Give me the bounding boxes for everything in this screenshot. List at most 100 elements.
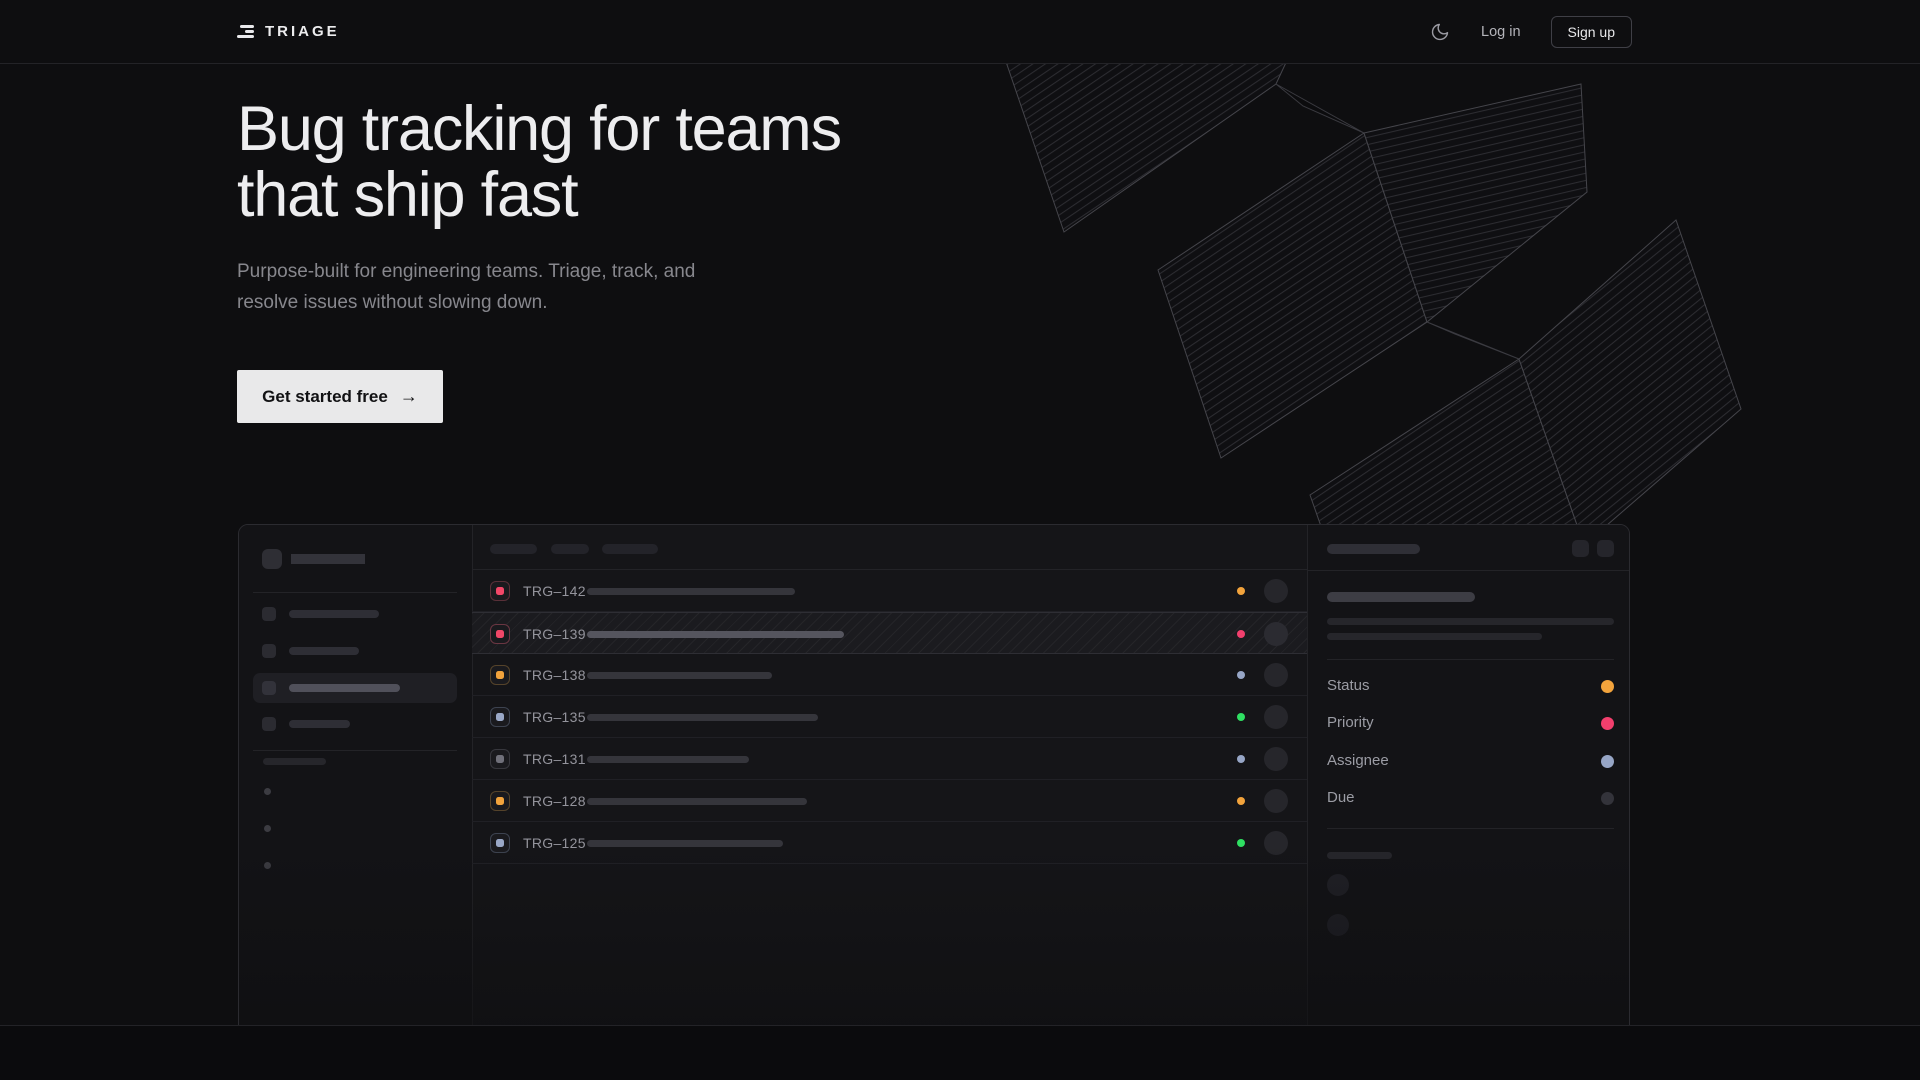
- avatar: [1264, 789, 1288, 813]
- priority-dot: [1601, 717, 1614, 730]
- sidebar-nav-item: [253, 599, 457, 629]
- issue-list: TRG–142 TRG–139 TRG–138: [472, 525, 1307, 1025]
- folded-ribbon-decoration: [1001, 49, 1742, 687]
- sidebar-dot: [264, 862, 271, 869]
- issue-row: TRG–131: [472, 738, 1307, 780]
- sidebar-nav-item-selected: [253, 673, 457, 703]
- sidebar-nav-item: [253, 709, 457, 739]
- sidebar-divider: [253, 592, 457, 593]
- issue-id: TRG–125: [523, 835, 586, 851]
- issue-row: TRG–135: [472, 696, 1307, 738]
- issue-title-skeleton: [1327, 592, 1475, 602]
- status-dot: [1237, 797, 1245, 805]
- issue-title-skeleton: [587, 588, 795, 595]
- due-dot: [1601, 792, 1614, 805]
- footer-strip: [0, 1025, 1920, 1080]
- avatar: [1264, 747, 1288, 771]
- sidebar-nav-item: [253, 636, 457, 666]
- moon-icon: [1431, 23, 1449, 40]
- workspace-name-skeleton: [291, 554, 365, 564]
- detail-panel-header: [1308, 525, 1629, 571]
- app-mockup-card: TRG–142 TRG–139 TRG–138: [238, 524, 1630, 1025]
- field-due: Due: [1327, 783, 1614, 813]
- issue-id: TRG–131: [523, 751, 586, 767]
- issue-id: TRG–138: [523, 667, 586, 683]
- brand-name: TRIAGE: [265, 23, 340, 40]
- field-label: Assignee: [1327, 752, 1389, 769]
- issue-row: TRG–138: [472, 654, 1307, 696]
- avatar: [1264, 622, 1288, 646]
- status-dot: [1237, 587, 1245, 595]
- field-label: Priority: [1327, 714, 1374, 731]
- title-line-1: Bug tracking for teams: [237, 94, 842, 164]
- dark-mode-toggle[interactable]: [1429, 21, 1451, 43]
- sidebar-divider: [253, 750, 457, 751]
- hero-section: Bug tracking for teams that ship fast Pu…: [237, 49, 1742, 1025]
- nav-item-skeleton: [289, 684, 400, 692]
- status-dot: [1237, 713, 1245, 721]
- assignee-dot: [1601, 755, 1614, 768]
- workspace-icon: [262, 549, 282, 569]
- hero-subtitle: Purpose-built for engineering teams. Tri…: [237, 261, 696, 313]
- triage-logo-icon: [237, 25, 254, 38]
- nav-item-icon: [262, 607, 276, 621]
- mock-sidebar: [239, 525, 473, 1025]
- issue-list-header: [472, 525, 1307, 570]
- arrow-right-icon: →: [399, 386, 418, 406]
- login-link[interactable]: Log in: [1481, 23, 1521, 40]
- issue-type-icon: [490, 581, 510, 601]
- issue-title-skeleton: [587, 672, 772, 679]
- issue-row: TRG–128: [472, 780, 1307, 822]
- issue-id: TRG–139: [523, 626, 586, 642]
- nav-item-icon: [262, 644, 276, 658]
- nav-item-icon: [262, 681, 276, 695]
- panel-title-skeleton: [1327, 544, 1420, 554]
- signup-button[interactable]: Sign up: [1550, 15, 1632, 48]
- avatar: [1264, 831, 1288, 855]
- page-title: Bug tracking for teams that ship fast: [237, 94, 842, 228]
- issue-type-icon: [490, 665, 510, 685]
- filter-pill-skeleton: [551, 544, 589, 554]
- nav-item-icon: [262, 717, 276, 731]
- sidebar-section-skeleton: [263, 758, 326, 765]
- hero-copy: Bug tracking for teams that ship fast Pu…: [237, 94, 842, 423]
- filter-pill-skeleton: [490, 544, 537, 554]
- brand-logo[interactable]: TRIAGE: [237, 23, 340, 40]
- issue-type-icon: [490, 791, 510, 811]
- issue-title-skeleton: [587, 631, 844, 638]
- issue-row: TRG–142: [472, 570, 1307, 612]
- field-assignee: Assignee: [1327, 746, 1614, 776]
- description-skeleton: [1327, 618, 1614, 625]
- issue-id: TRG–135: [523, 709, 586, 725]
- get-started-button[interactable]: Get started free →: [237, 370, 443, 423]
- avatar: [1264, 579, 1288, 603]
- nav-item-skeleton: [289, 647, 359, 655]
- avatar: [1264, 663, 1288, 687]
- issue-title-skeleton: [587, 798, 807, 805]
- issue-id: TRG–128: [523, 793, 586, 809]
- issue-title-skeleton: [587, 714, 818, 721]
- panel-action-button: [1572, 540, 1589, 557]
- issue-type-icon: [490, 707, 510, 727]
- panel-divider: [1327, 828, 1614, 829]
- panel-divider: [1327, 659, 1614, 660]
- panel-action-button: [1597, 540, 1614, 557]
- avatar: [1264, 705, 1288, 729]
- get-started-label: Get started free: [262, 386, 388, 406]
- navbar: TRIAGE Log in Sign up: [0, 0, 1920, 64]
- issue-type-icon: [490, 833, 510, 853]
- sidebar-dot: [264, 788, 271, 795]
- issue-row: TRG–125: [472, 822, 1307, 864]
- activity-label-skeleton: [1327, 852, 1392, 859]
- field-label: Due: [1327, 789, 1355, 806]
- field-status: Status: [1327, 671, 1614, 701]
- status-dot: [1237, 630, 1245, 638]
- issue-title-skeleton: [587, 840, 783, 847]
- issue-title-skeleton: [587, 756, 749, 763]
- navbar-right: Log in Sign up: [1429, 15, 1632, 48]
- field-label: Status: [1327, 677, 1370, 694]
- status-dot: [1237, 755, 1245, 763]
- issue-type-icon: [490, 749, 510, 769]
- nav-item-skeleton: [289, 610, 379, 618]
